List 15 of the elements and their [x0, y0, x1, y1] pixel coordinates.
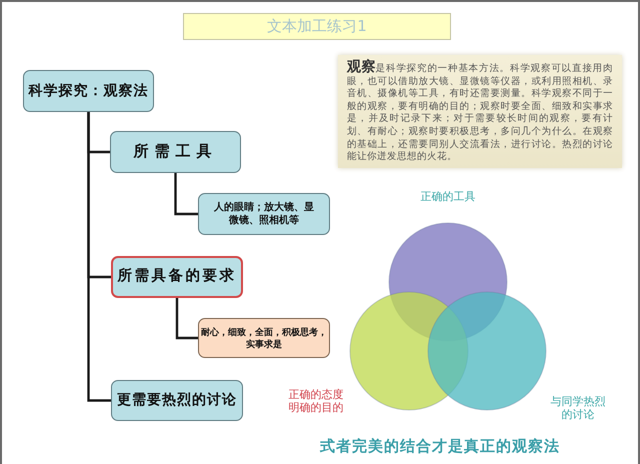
connector-line: [174, 173, 198, 216]
detail-box: 耐心，细致，全面，积极思考，实事求是: [198, 318, 330, 358]
circle-label: 与同学热烈的讨论: [550, 395, 606, 421]
circle-label: 正确的态度明确的目的: [288, 388, 344, 414]
subtopic-box: 所需工具: [110, 131, 241, 173]
connector-line: [87, 112, 111, 402]
caption: 式者完美的结合才是真正的观察法: [318, 437, 561, 457]
topic-box: 科学探究：观察法: [23, 70, 154, 112]
circle-label: 正确的工具: [420, 190, 476, 203]
description-panel: 观察是科学探究的一种基本方法。科学观察可以直接用肉眼，也可以借助放大镜、显微镜等仪器，或利用照相机、录音机、摄像机等工具，有时还需要测量。科学观察不同于一般的观察，要有明确的目的；观察时要全面、细致和实事求是，并及时记录下来；对于需要较长时间的观察，要有计划、有耐心；观察时要积极思考，多问几个为什么。在观察的基础上，还需要同别人交流看法，进行讨论。热烈的讨论能让你迸发思想的火花。: [338, 55, 622, 168]
connector-line: [176, 298, 198, 340]
topic-box: 更需要热烈的讨论: [111, 380, 243, 421]
title-banner: 文本加工练习1: [183, 13, 451, 40]
detail-box: 人的眼睛；放大镜、显微镜、照相机等: [198, 193, 330, 235]
subtopic-box: 所需具备的要求: [111, 256, 243, 298]
